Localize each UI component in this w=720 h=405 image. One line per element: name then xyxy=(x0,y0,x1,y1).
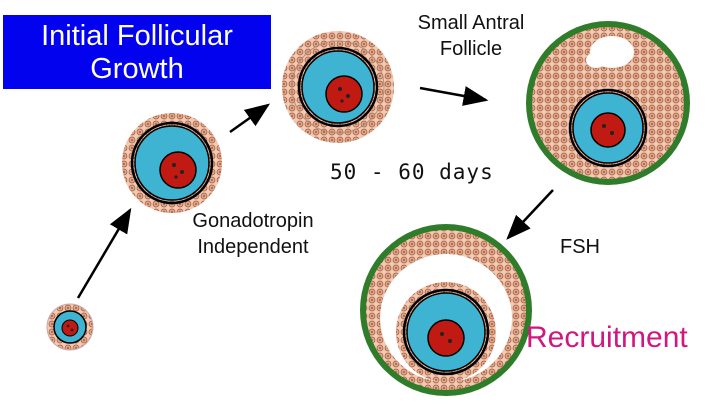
arrow-primordial-to-primary xyxy=(76,207,132,299)
title-line-2: Growth xyxy=(90,53,184,85)
title-line-1: Initial Follicular xyxy=(41,20,233,52)
recruited-antral-follicle xyxy=(360,224,532,396)
secondary-follicle xyxy=(282,31,394,143)
gonadotropin-label-line-2: Independent xyxy=(197,236,309,258)
small-antral-follicle xyxy=(526,21,690,185)
progression-arrows xyxy=(76,86,554,299)
primary-follicle xyxy=(122,113,222,213)
gonadotropin-label-line-1: Gonadotropin xyxy=(192,210,314,232)
small-antral-label-line-2: Follicle xyxy=(439,38,503,60)
duration-label: 50 - 60 days xyxy=(330,160,494,184)
recruitment-label: Recruitment xyxy=(526,321,688,354)
title-box: Initial Follicular Growth xyxy=(3,15,271,89)
gonadotropin-label: Gonadotropin Independent xyxy=(160,208,346,260)
arrow-secondary-to-antral xyxy=(419,86,489,106)
small-antral-label: Small Antral Follicle xyxy=(388,10,554,62)
primordial-follicle xyxy=(46,303,94,351)
arrow-primary-to-secondary xyxy=(229,103,271,134)
fsh-label: FSH xyxy=(560,236,600,258)
arrow-antral-to-recruited xyxy=(506,189,554,240)
small-antral-label-line-1: Small Antral xyxy=(417,12,525,34)
